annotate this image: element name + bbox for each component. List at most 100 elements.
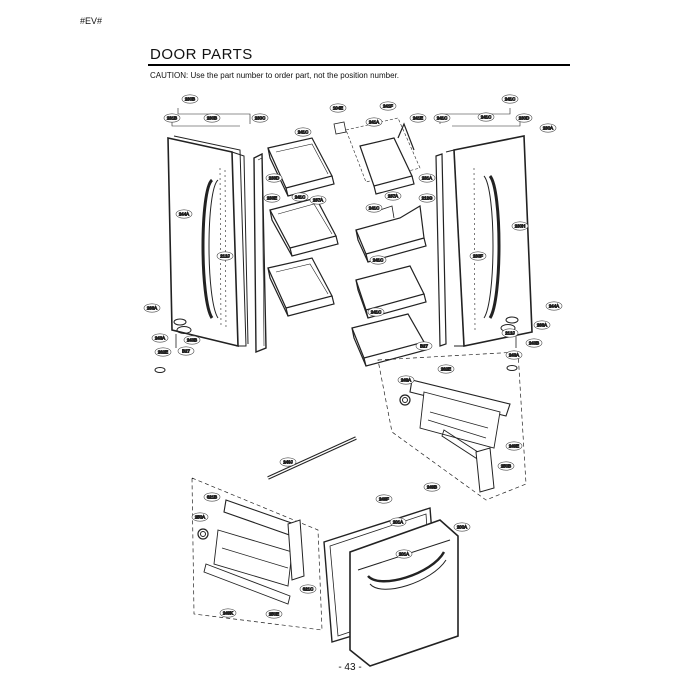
callout-text: 262E [158,350,168,355]
callout-label: 250A [191,512,209,522]
left-door-assembly [154,108,267,373]
callout-label: 241C [501,94,519,104]
callout-text: 262E [441,367,451,372]
callout-text: 249J [283,460,293,465]
callout-text: 621C [303,587,314,592]
callout-text: 241C [298,130,309,135]
callout-label: 230A [539,123,557,133]
callout-text: 621B [207,495,217,500]
callout-label: 230H [511,221,529,231]
callout-label: 249B [423,482,441,492]
callout-text: 241E [413,116,423,121]
callout-text: 243A [509,353,519,358]
title-rule [148,64,570,66]
callout-label: 241C [433,113,451,123]
callout-text: 230A [543,126,553,131]
callout-label: 621C [299,584,317,594]
callout-label: 243A [505,350,523,360]
callout-text: 244A [549,304,559,309]
callout-text: 249A [401,378,411,383]
callout-label: 241C [367,307,385,317]
callout-text: 268A [537,323,547,328]
callout-label: 230B [203,113,221,123]
callout-text: B27 [420,344,428,349]
callout-label: 212J [216,251,234,261]
right-rail-assembly [377,351,527,501]
header-code: #EV# [80,16,103,26]
callout-text: 212G [422,196,433,201]
callout-text: 201A [399,552,409,557]
callout-text: 231A [422,176,432,181]
callout-text: 230H [515,224,526,229]
callout-text: 233F [473,254,483,259]
callout-label: 250B [497,461,515,471]
page-title: DOOR PARTS [150,46,253,63]
callout-label: 231A [418,173,436,183]
callout-text: 250B [501,464,511,469]
callout-text: 104E [333,106,343,111]
callout-label: 244A [175,209,193,219]
callout-label: 233F [469,251,487,261]
callout-label: 237A [384,191,402,201]
callout-text: 241C [295,195,306,200]
callout-label: 200A [453,522,471,532]
callout-label: 268A [143,303,161,313]
callout-label: 201A [389,517,407,527]
callout-text: 237A [313,198,323,203]
callout-text: 200A [457,525,467,530]
callout-label: 230B [181,94,199,104]
callout-label: 241A [365,117,383,127]
callout-text: 212J [505,331,515,336]
callout-label: 230D [515,113,533,123]
callout-label: 621B [203,492,221,502]
callout-text: 241C [369,206,380,211]
callout-text: 230B [207,116,217,121]
callout-text: 249F [379,497,389,502]
right-door-assembly [435,108,533,371]
callout-text: 231B [167,116,177,121]
callout-text: 201A [393,520,403,525]
callout-label: 262E [437,364,455,374]
callout-label: 249F [375,494,393,504]
callout-text: 243A [155,336,165,341]
callout-text: 249E [509,444,519,449]
callout-text: 241C [481,115,492,120]
callout-label: 201A [395,549,413,559]
callout-text: 233D [269,176,280,181]
callout-label: 250E [265,609,283,619]
callout-label: 241E [409,113,427,123]
callout-label: 241C [291,192,309,202]
callout-text: 243B [187,338,197,343]
left-rail-assembly [191,477,323,631]
callout-label: 241C [365,203,383,213]
callout-label: 243A [151,333,169,343]
callout-text: 241C [437,116,448,121]
callout-text: 244A [179,212,189,217]
callout-label: 244A [545,301,563,311]
callout-label: 262E [154,347,172,357]
callout-text: 241C [371,310,382,315]
callout-text: 250E [269,612,279,617]
callout-label: 237A [309,195,327,205]
callout-text: 233E [267,196,277,201]
callout-text: 237A [388,194,398,199]
callout-labels: 230B 231B 230B 230C 244A 212J 268A 243A 243B B27 2… [143,94,563,619]
callout-label: 212G [418,193,436,203]
callout-label: 249A [397,375,415,385]
callout-label: 243B [183,335,201,345]
callout-text: 241A [369,120,379,125]
callout-label: 268A [533,320,551,330]
callout-label: 212J [501,328,519,338]
callout-text: 249K [223,611,233,616]
callout-text: 230C [255,116,266,121]
callout-text: 268A [147,306,157,311]
callout-label: 233D [265,173,283,183]
callout-label: 231B [163,113,181,123]
callout-label: 249E [505,441,523,451]
caution-note: CAUTION: Use the part number to order pa… [150,71,400,80]
door-bins [267,117,427,367]
callout-label: B27 [415,341,433,351]
callout-text: 241F [383,104,393,109]
callout-label: 233E [263,193,281,203]
